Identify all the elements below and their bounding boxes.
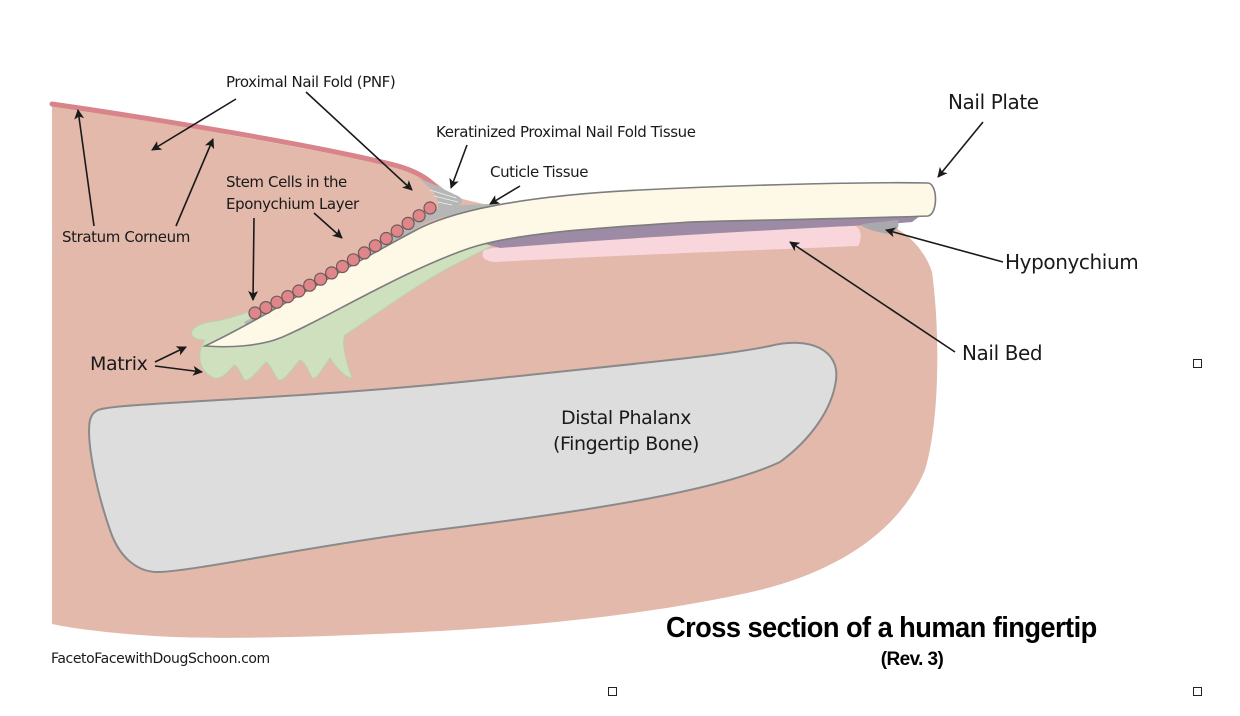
stem-cell [412,209,426,223]
label-nail-plate: Nail Plate [948,90,1039,114]
label-matrix: Matrix [90,353,148,375]
label-distal-phalanx-line1: Distal Phalanx [561,407,691,429]
label-proximal-nail-fold: Proximal Nail Fold (PNF) [226,73,396,91]
label-keratinized-pnf-tissue: Keratinized Proximal Nail Fold Tissue [436,123,696,141]
stem-cell [390,224,404,238]
stem-cell [357,246,371,260]
arrow-cuticle [489,185,521,205]
arrow-nail-plate [937,121,984,178]
diagram-subtitle: (Rev. 3) [880,649,944,670]
arrow-matrix-2 [154,365,203,376]
label-hyponychium: Hyponychium [1005,250,1139,274]
stratum-corneum-layer [49,101,448,203]
stem-cell [314,272,328,286]
annotation-arrows [74,91,1004,376]
keratin-fibers [429,189,459,206]
resize-handle-bottom[interactable] [608,687,617,696]
arrow-pnf-1 [151,98,237,151]
stem-cell [346,253,360,267]
stem-cell [368,239,382,253]
stem-cell [335,259,350,274]
nail-plate [201,181,937,348]
arrow-stratum-1 [74,109,95,227]
resize-handle-bottom-right[interactable] [1193,687,1202,696]
resize-handle-right[interactable] [1193,359,1202,368]
credit-text: FacetoFacewithDougSchoon.com [51,651,270,667]
stem-cells [248,201,437,320]
stem-cell [248,306,262,320]
label-stem-cells-line1: Stem Cells in the [226,173,347,191]
stem-cell [292,284,306,298]
arrow-matrix-1 [154,346,187,363]
stem-cell [325,266,339,280]
label-cuticle-tissue: Cuticle Tissue [490,163,589,181]
stem-cell [401,216,415,230]
nail-bed [482,226,861,262]
arrow-nail-bed [789,241,956,353]
stem-cell [259,301,273,315]
label-stratum-corneum: Stratum Corneum [62,228,190,246]
stem-cell [423,201,437,215]
stem-cell [281,290,295,304]
stem-cell [303,278,317,292]
arrow-stem-2 [313,212,343,239]
diagram-title: Cross section of a human fingertip [666,612,1097,644]
stem-cell [270,295,284,309]
arrow-keratinized [449,144,468,189]
arrow-pnf-2 [305,91,413,191]
arrow-stem-1 [248,217,259,301]
arrow-hyponychium [885,227,1004,263]
label-stem-cells-line2: Eponychium Layer [226,195,359,213]
nail-underside [470,216,920,248]
label-distal-phalanx-line2: (Fingertip Bone) [552,433,700,455]
label-nail-bed: Nail Bed [962,341,1043,365]
distal-phalanx-bone [88,341,838,574]
arrow-stratum-2 [175,138,215,227]
stem-cell [379,231,393,246]
